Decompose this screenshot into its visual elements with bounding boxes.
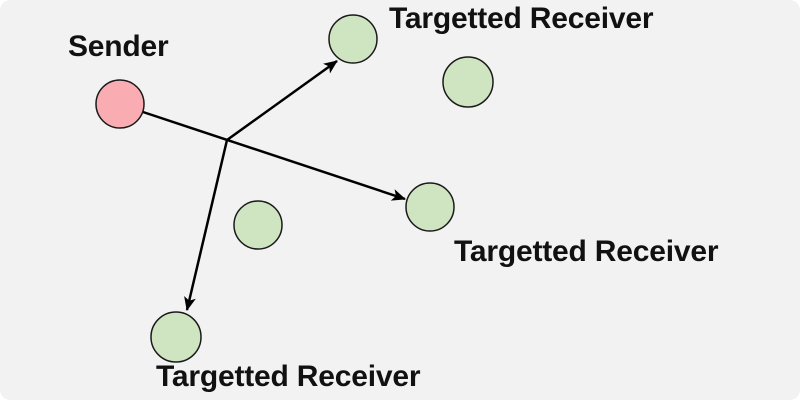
receiver-node-right [405, 182, 455, 232]
receiver-label-top: Targetted Receiver [389, 2, 654, 35]
receiver-label-bottom: Targetted Receiver [156, 360, 421, 393]
arrow-to-bottom-receiver [184, 139, 229, 311]
arrow-to-top-receiver [226, 59, 338, 142]
sender-node [95, 79, 145, 129]
receiver-node-top [328, 14, 378, 64]
sender-label: Sender [68, 30, 169, 63]
node-unlabeled-topright [442, 56, 494, 108]
arrow-to-right-receiver [142, 110, 406, 201]
node-unlabeled-middle [233, 200, 283, 250]
receiver-node-bottom [150, 311, 202, 363]
receiver-label-right: Targetted Receiver [454, 235, 719, 268]
